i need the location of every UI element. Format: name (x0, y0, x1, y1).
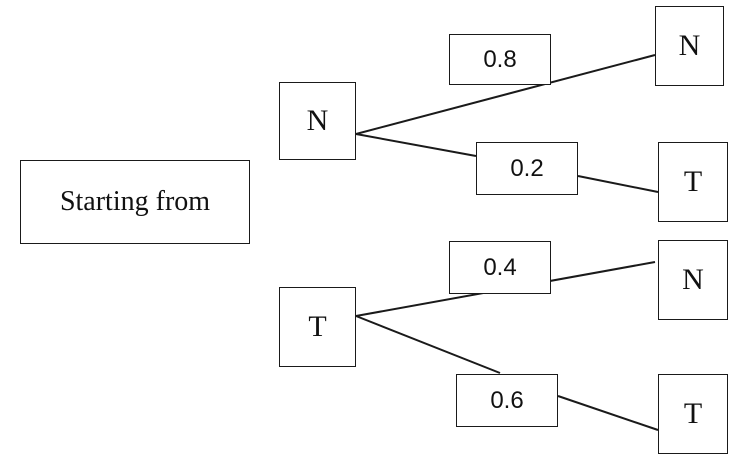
starting-from-label: Starting from (59, 186, 211, 217)
node-n: N (279, 82, 356, 160)
node-n-to-n-label: N (678, 29, 701, 62)
starting-from-box: Starting from (20, 160, 250, 244)
probability-t-to-t: 0.6 (456, 374, 558, 427)
connector-n-to-n (355, 54, 656, 135)
probability-n-to-t-value: 0.2 (510, 154, 544, 182)
node-t-to-t: T (658, 374, 728, 454)
node-t: T (279, 287, 356, 367)
probability-t-to-t-value: 0.6 (490, 386, 524, 414)
probability-n-to-n-value: 0.8 (483, 45, 517, 73)
connector-n-to-t-end (577, 175, 659, 193)
node-t-label: T (308, 310, 327, 343)
probability-t-to-n: 0.4 (449, 241, 551, 294)
probability-n-to-t: 0.2 (476, 142, 578, 195)
connector-t-to-t (355, 315, 501, 374)
node-n-to-t: T (658, 142, 728, 222)
node-t-to-n: N (658, 240, 728, 320)
connector-t-to-t-end (557, 395, 659, 431)
node-n-label: N (306, 104, 329, 137)
node-n-to-t-label: T (683, 165, 703, 198)
probability-t-to-n-value: 0.4 (483, 253, 517, 281)
probability-n-to-n: 0.8 (449, 34, 551, 85)
node-t-to-n-label: N (682, 263, 704, 296)
connector-n-to-t (355, 133, 477, 157)
node-n-to-n: N (655, 6, 724, 86)
node-t-to-t-label: T (683, 397, 703, 430)
